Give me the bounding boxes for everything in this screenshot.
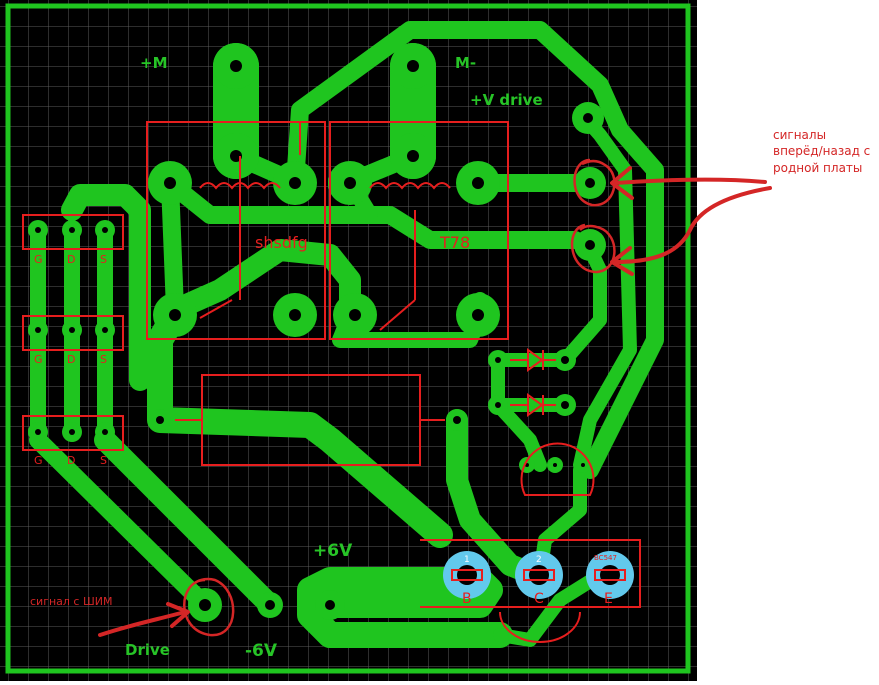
label-v-drive: +V drive — [470, 91, 543, 109]
label-g-1: G — [34, 253, 43, 266]
transistor-pads — [443, 551, 634, 599]
label-drive: Drive — [125, 641, 170, 659]
label-relay1: shsdfg — [255, 233, 308, 252]
label-d-1: D — [67, 253, 75, 266]
label-motor-minus: M- — [455, 54, 476, 72]
label-e: E — [604, 591, 613, 607]
label-s-2: S — [100, 353, 107, 366]
label-pin2: 2 — [536, 555, 542, 565]
label-pin1: 1 — [464, 555, 470, 565]
annotation-fwd-rev: сигналы вперёд/назад с родной платы — [773, 128, 874, 175]
label-motor-plus: +M — [140, 54, 168, 72]
label-s-3: S — [100, 454, 107, 467]
label-relay2: T78 — [439, 233, 470, 252]
label-g-2: G — [34, 353, 43, 366]
pad-holes — [35, 60, 595, 611]
label-minus6v: -6V — [245, 641, 278, 661]
label-d-2: D — [67, 353, 75, 366]
label-c: C — [534, 591, 544, 607]
label-d-3: D — [67, 454, 75, 467]
label-s-1: S — [100, 253, 107, 266]
label-b: B — [462, 591, 472, 607]
label-part-code: BC547 — [594, 554, 617, 562]
red-freehand-arrow — [98, 166, 772, 637]
annotation-pwm: сигнал с ШИМ — [30, 595, 112, 608]
label-g-3: G — [34, 454, 43, 467]
label-plus6v: +6V — [313, 541, 353, 561]
silkscreen-outlines — [22, 121, 641, 643]
